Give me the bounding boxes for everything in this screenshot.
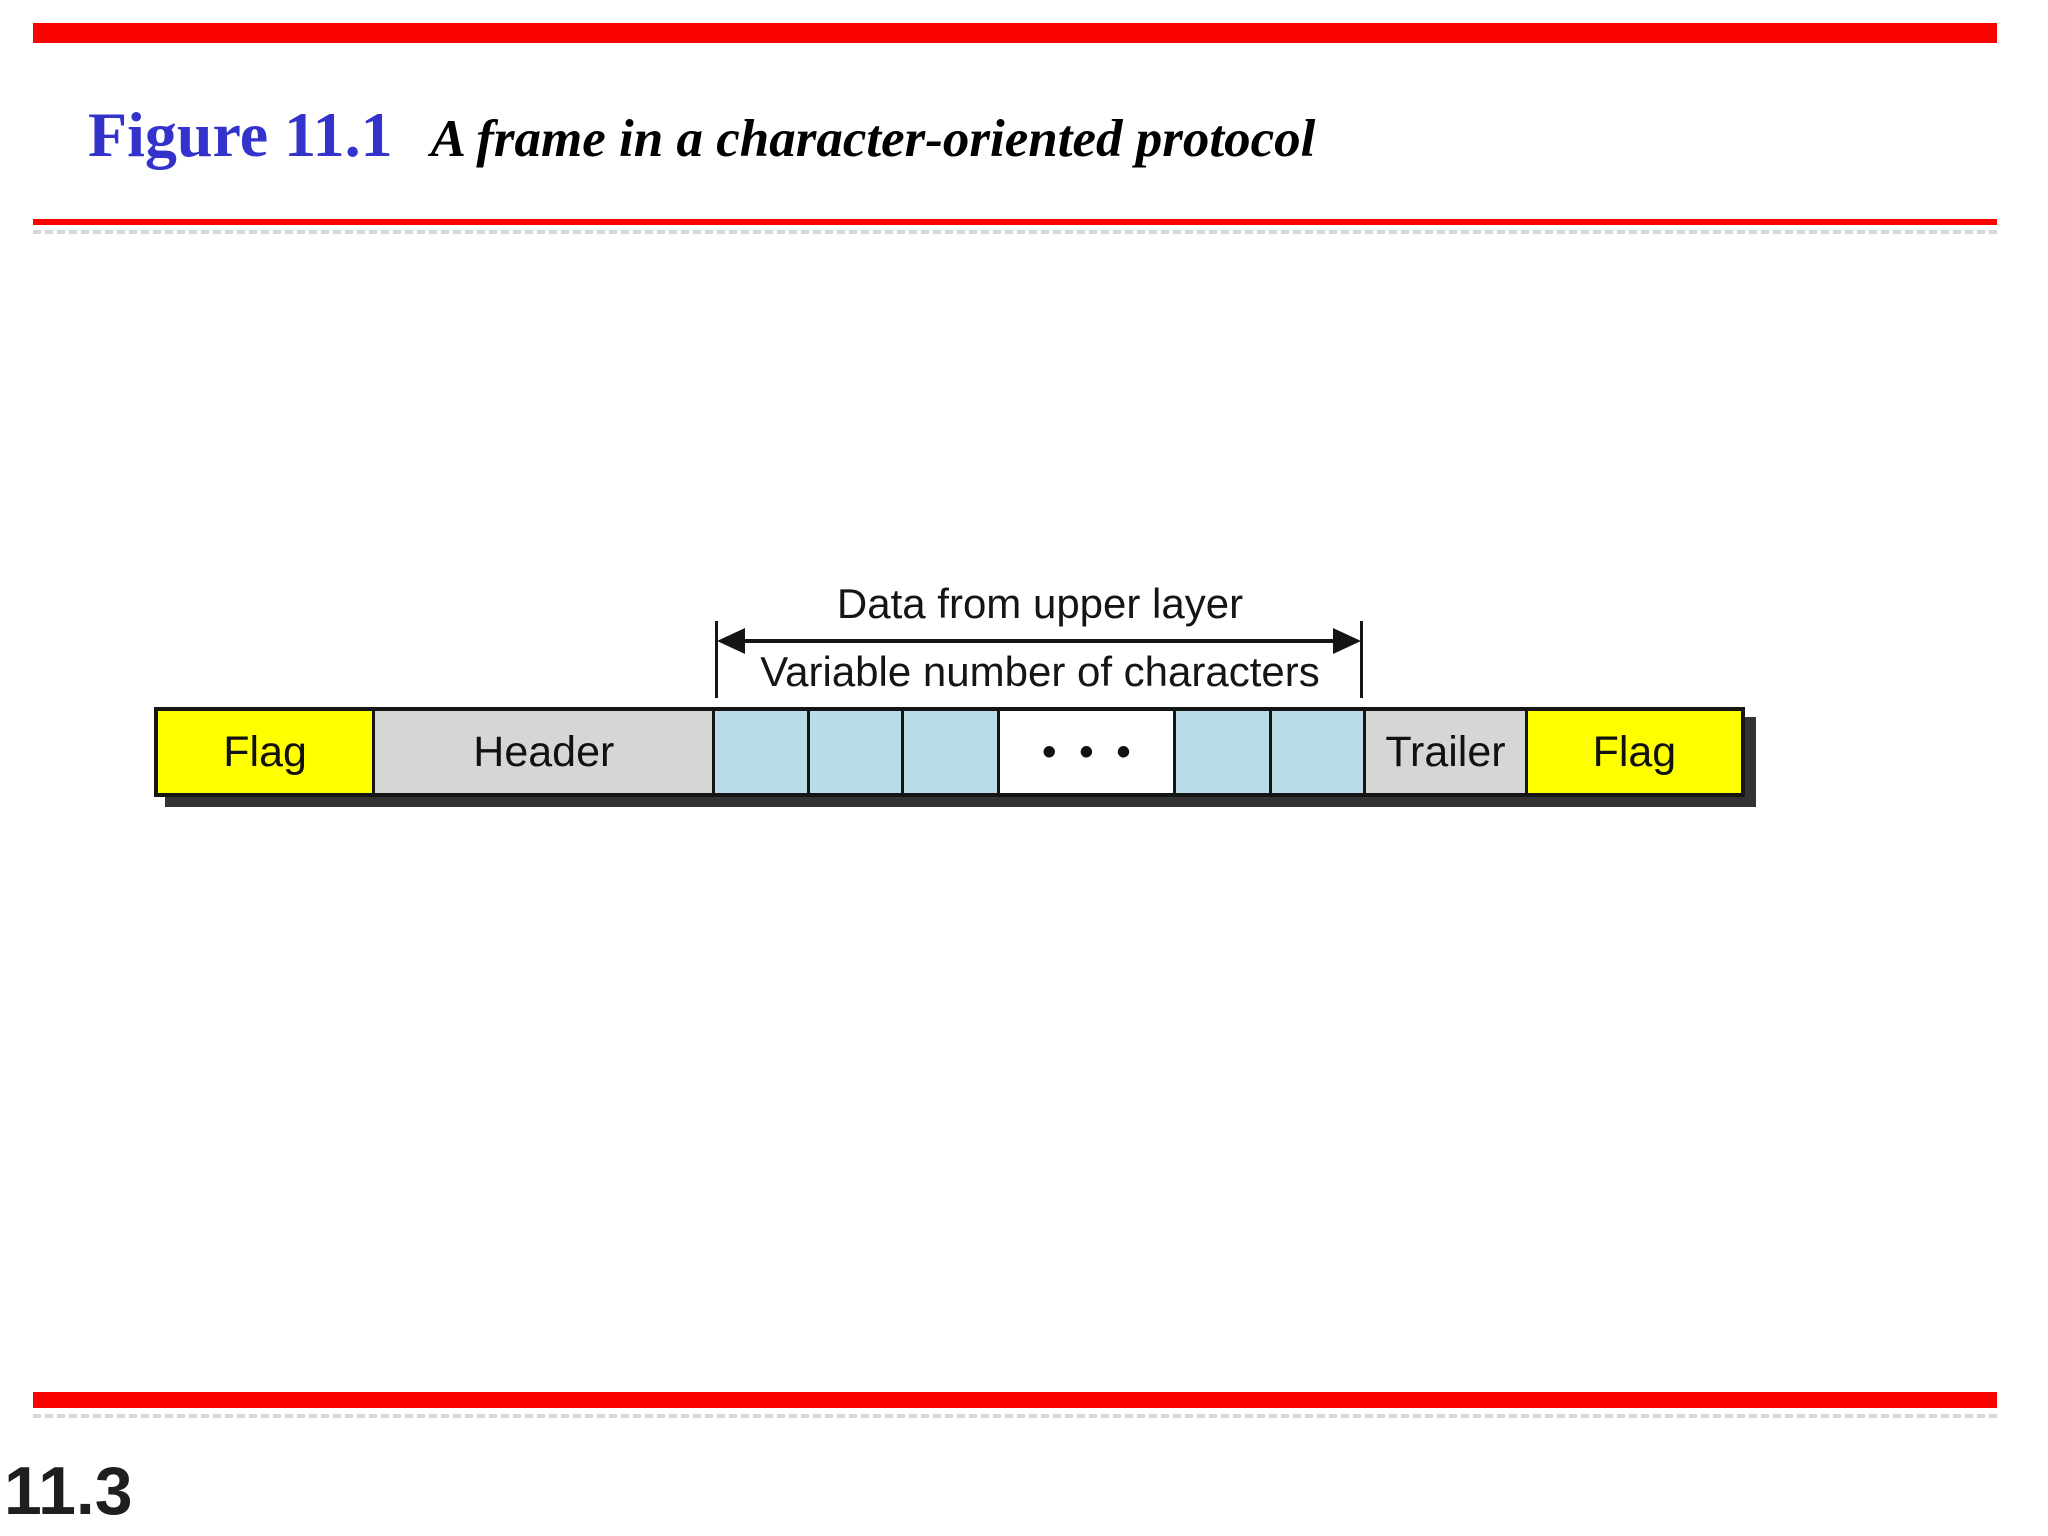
arrowhead-left-icon: [717, 628, 745, 654]
dimension-arrow-line: [728, 639, 1350, 643]
frame-cell-data: [809, 711, 904, 793]
frame-cell-ellipsis: • • •: [1000, 711, 1176, 793]
frame-cell-data: [903, 711, 1001, 793]
variable-characters-label: Variable number of characters: [760, 648, 1320, 695]
arrowhead-right-icon: [1333, 628, 1361, 654]
figure-label: Figure 11.1: [88, 99, 393, 170]
frame-cell-header: Header: [375, 711, 716, 793]
slide-header: Figure 11.1 A frame in a character-orien…: [88, 98, 1988, 172]
top-red-bar: [33, 23, 1997, 43]
frame-cell-data: [1175, 711, 1272, 793]
title-rule-shadow: [33, 230, 1997, 234]
bottom-rule-shadow: [33, 1414, 1997, 1418]
data-upper-layer-label: Data from upper layer: [836, 580, 1244, 627]
frame-cell-trailer: Trailer: [1366, 711, 1528, 793]
title-rule: [33, 219, 1997, 225]
frame-cell-data: [1271, 711, 1367, 793]
dimension-tick-right: [1360, 621, 1363, 698]
frame-cell-data: [715, 711, 810, 793]
figure-title: A frame in a character-oriented protocol: [430, 110, 1316, 168]
bottom-red-bar: [33, 1392, 1997, 1408]
page-number: 11.3: [4, 1453, 133, 1529]
frame-cell-flag: Flag: [158, 711, 376, 793]
frame-cell-flag: Flag: [1527, 711, 1742, 793]
dimension-tick-left: [715, 621, 718, 698]
